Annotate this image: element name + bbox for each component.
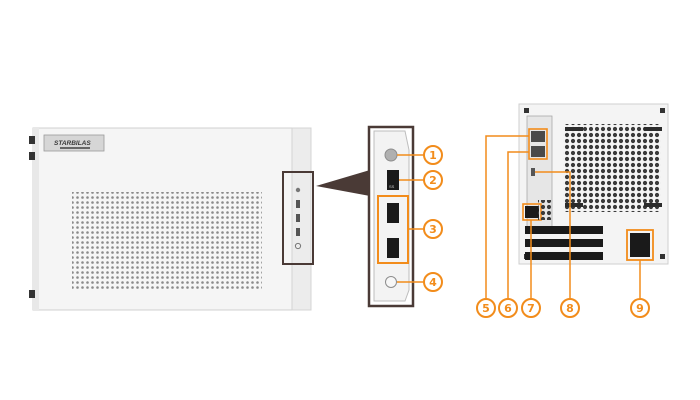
front-io-small-usb-3	[296, 228, 300, 236]
pc-foot-top-left	[29, 136, 35, 144]
callout-number-1: 1	[429, 149, 437, 162]
callout-number-2: 2	[429, 174, 437, 187]
usb-port-top-mark: SS	[389, 184, 395, 189]
callout-badge-1: 1	[423, 145, 443, 165]
rear-usb-highlight	[528, 128, 548, 160]
callout-badges: 1 2 3 4 5 6 7 8	[423, 145, 650, 318]
usb-port-low	[387, 238, 399, 258]
usb-port-mid	[387, 203, 399, 223]
callout-badge-5: 5	[476, 298, 496, 318]
pc-foot-bottom-left	[29, 290, 35, 298]
callout-number-7: 7	[527, 302, 535, 315]
rear-slot-1	[565, 127, 583, 131]
expansion-slot-2	[525, 239, 603, 247]
callout-number-9: 9	[636, 302, 644, 315]
rear-slot-4	[644, 203, 662, 207]
front-io-small-usb-2	[296, 214, 300, 222]
rear-video-port	[531, 168, 535, 176]
callout-badge-2: 2	[423, 170, 443, 190]
rear-slot-3	[565, 203, 583, 207]
callout-number-6: 6	[504, 302, 512, 315]
rear-callout-lines	[485, 135, 641, 298]
zoom-pointer	[316, 170, 370, 196]
front-io-small-usb-1	[296, 200, 300, 208]
barcode	[60, 147, 90, 149]
callout-number-3: 3	[429, 223, 437, 236]
rear-usb-top-pair	[531, 131, 545, 142]
rear-usb-bottom-pair	[531, 146, 545, 157]
callout-number-4: 4	[429, 276, 437, 289]
rear-screw-tr	[660, 108, 665, 113]
pc-case-edge-right	[291, 127, 312, 311]
side-vent-grille	[72, 192, 262, 290]
pc-foot-mid-left	[29, 152, 35, 160]
callout-line-5	[485, 135, 529, 298]
power-button	[384, 148, 398, 162]
callout-line-6	[507, 151, 529, 298]
expansion-slot-3	[525, 252, 603, 260]
power-inlet	[630, 233, 650, 257]
pc-rear-view	[518, 103, 669, 265]
callout-badge-8: 8	[560, 298, 580, 318]
pc-case-edge-left	[33, 128, 39, 310]
audio-jack	[385, 276, 397, 288]
callout-badge-3: 3	[423, 219, 443, 239]
callout-line-8	[535, 171, 571, 298]
pc-side-view: STARBILAS	[29, 127, 314, 311]
callout-number-8: 8	[566, 302, 574, 315]
expansion-slot-1	[525, 226, 603, 234]
front-io-small-audio	[294, 242, 302, 250]
rear-vent-lower	[538, 200, 552, 220]
callout-badge-6: 6	[498, 298, 518, 318]
rear-fan-vent	[563, 124, 661, 212]
front-io-highlight	[282, 171, 314, 265]
rear-lan-port	[525, 206, 539, 218]
rear-screw-tl	[524, 108, 529, 113]
rear-screw-br	[660, 254, 665, 259]
callout-badge-7: 7	[521, 298, 541, 318]
front-io-zoom: SS	[367, 125, 415, 308]
callout-number-5: 5	[482, 302, 490, 315]
brand-label: STARBILAS	[54, 140, 91, 147]
callout-badge-9: 9	[630, 298, 650, 318]
usb-port-top	[387, 170, 399, 190]
front-io-small-power	[295, 187, 301, 193]
rear-slot-2	[644, 127, 662, 131]
callout-badge-4: 4	[423, 272, 443, 292]
